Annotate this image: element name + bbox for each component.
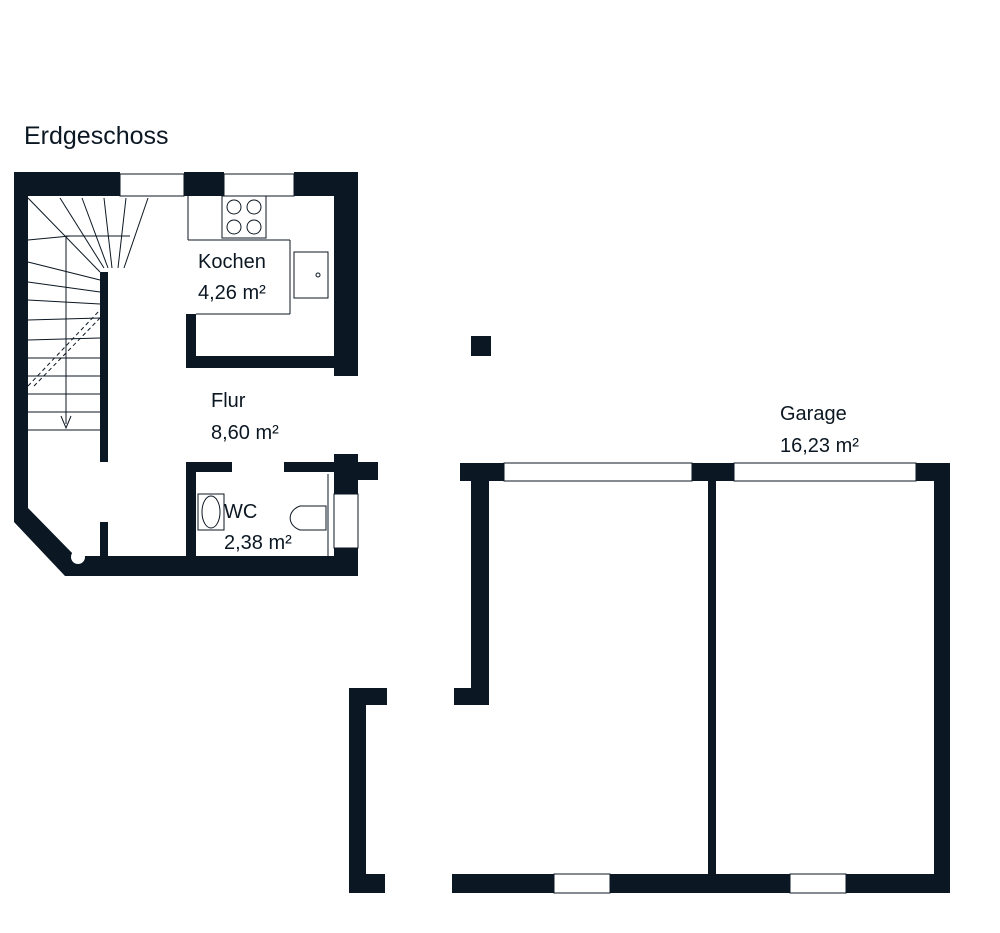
kitchen-area: 4,26 m² [198,282,266,304]
garage-walls [349,463,950,893]
wc-area: 2,38 m² [224,532,292,554]
hall-area: 8,60 m² [211,422,279,444]
stove-icon [226,199,262,235]
washbasin-icon [197,493,225,531]
garage-area: 16,23 m² [780,435,859,457]
floor-title: Erdgeschoss [24,122,169,150]
house-walls [14,172,378,576]
chimney-icon [71,550,85,564]
wc-name: WC [224,501,257,523]
garage-name: Garage [780,403,847,425]
pillar [471,336,491,356]
hall-name: Flur [211,390,246,412]
kitchen-counter [187,195,291,315]
kitchen-name: Kochen [198,251,266,273]
sink-icon [293,251,329,299]
staircase [27,197,149,431]
garage-windows [503,462,917,894]
toilet-icon [289,505,327,531]
